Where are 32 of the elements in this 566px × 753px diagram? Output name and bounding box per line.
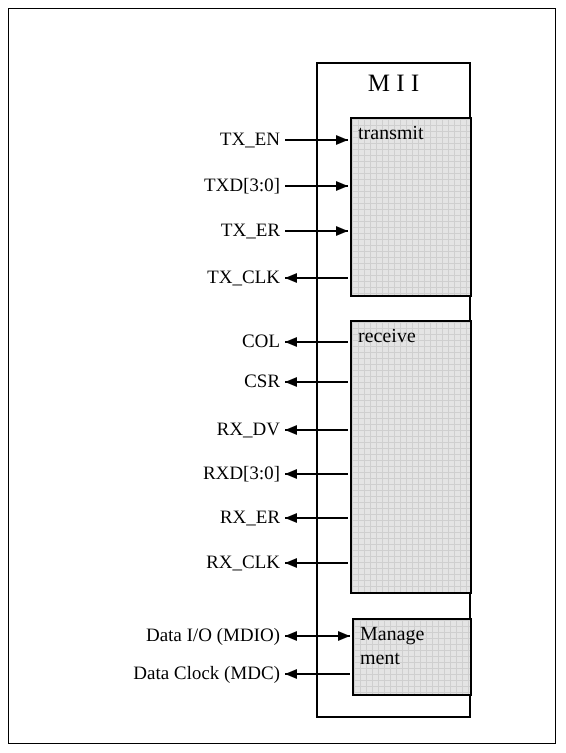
signal-label: Data I/O (MDIO) (40, 624, 280, 648)
signal-arrow (285, 469, 348, 479)
signal-label: RX_DV (100, 418, 280, 442)
signal-arrow (285, 181, 348, 191)
function-block (352, 618, 472, 696)
signal-label: RX_CLK (100, 551, 280, 575)
signal-label: RX_ER (100, 506, 280, 530)
signal-label: TX_EN (100, 128, 280, 152)
block-label: Manage ment (360, 622, 426, 670)
block-label: transmit (358, 121, 425, 145)
signal-label: RXD[3:0] (100, 462, 280, 486)
signal-arrow (285, 558, 348, 568)
signal-arrow (285, 669, 350, 679)
function-block (350, 320, 472, 594)
signal-arrow (285, 425, 348, 435)
signal-label: TXD[3:0] (100, 174, 280, 198)
signal-label: CSR (100, 370, 280, 394)
signal-arrow (285, 135, 348, 145)
signal-arrow (285, 513, 348, 523)
block-label: receive (358, 324, 417, 348)
signal-arrow (285, 631, 350, 641)
function-block (350, 117, 472, 297)
signal-arrow (285, 273, 348, 283)
signal-label: TX_ER (100, 219, 280, 243)
signal-label: Data Clock (MDC) (10, 662, 280, 686)
block-title: M I I (366, 70, 420, 98)
signal-arrow (285, 337, 348, 347)
signal-label: COL (100, 330, 280, 354)
signal-arrow (285, 377, 348, 387)
signal-arrow (285, 226, 348, 236)
interface-block (316, 62, 471, 718)
signal-label: TX_CLK (100, 266, 280, 290)
